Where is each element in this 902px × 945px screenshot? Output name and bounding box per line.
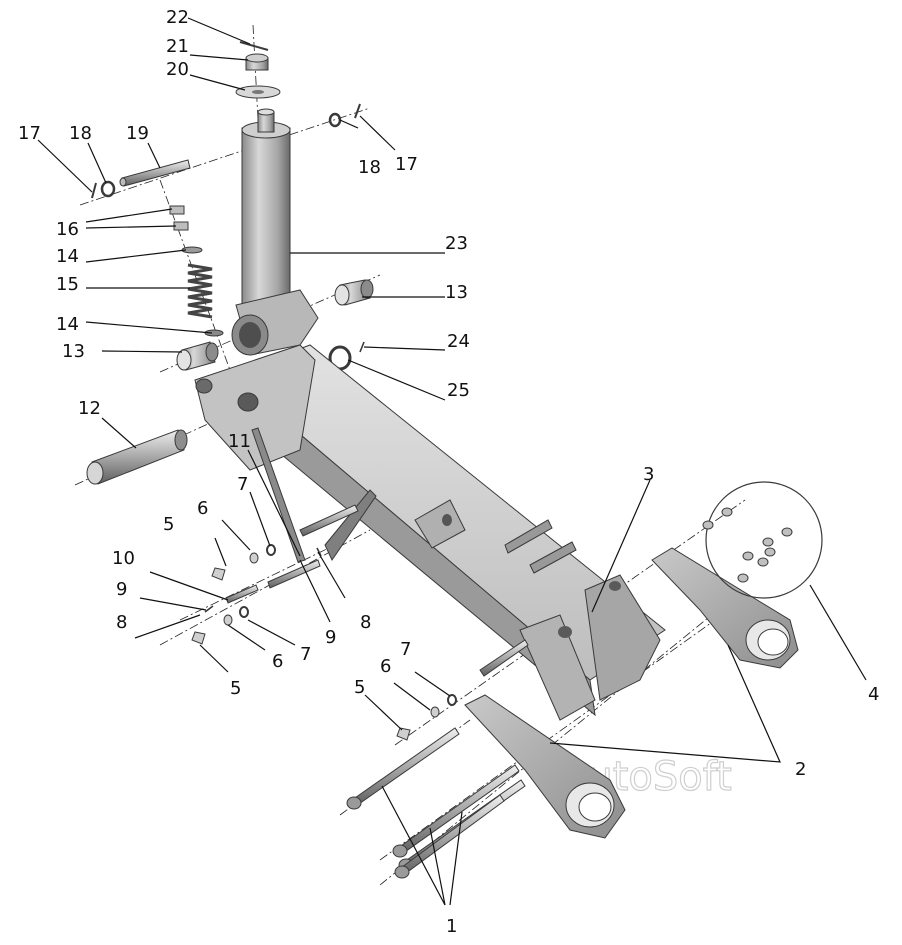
part-14-washer-bottom (204, 329, 224, 337)
part-20-washer (235, 85, 281, 99)
callout-9-mid: 9 (325, 627, 336, 648)
callout-labels: 22 21 20 17 18 19 18 17 16 14 15 23 13 1… (18, 7, 879, 937)
part-5-wing-nut-lower (191, 631, 206, 645)
callout-25: 25 (447, 380, 470, 401)
callout-13-left: 13 (62, 341, 85, 362)
callout-14-top: 14 (56, 246, 79, 267)
callout-4: 4 (868, 684, 879, 705)
callout-10: 10 (112, 548, 135, 569)
callout-15: 15 (56, 274, 79, 295)
part-23-kingpin-housing (231, 108, 319, 356)
callout-2: 2 (795, 759, 806, 780)
callout-8-mid: 8 (360, 612, 371, 633)
callout-11: 11 (228, 431, 251, 452)
callout-20: 20 (166, 59, 189, 80)
callout-16: 16 (56, 219, 79, 240)
part-5-wing-nut-right (396, 727, 411, 741)
part-19-pin (119, 159, 191, 187)
callout-3: 3 (643, 464, 654, 485)
callout-12: 12 (78, 398, 101, 419)
callout-5-top: 5 (163, 514, 174, 535)
callout-23: 23 (445, 233, 468, 254)
part-9-bolts (267, 559, 529, 677)
part-13-bushing-right (334, 279, 374, 306)
callout-22: 22 (166, 7, 189, 28)
callout-7-top: 7 (237, 474, 248, 495)
part-2-side-plate-lower (464, 694, 626, 839)
callout-17-left: 17 (18, 123, 41, 144)
part-17-cotter-left (91, 182, 97, 199)
part-11-brace-rod (251, 427, 359, 563)
callout-17-right: 17 (395, 154, 418, 175)
part-18-washer-left (100, 180, 116, 198)
part-12-axle-pin (86, 429, 188, 485)
callout-9-left: 9 (116, 579, 127, 600)
part-2-side-plate-upper (651, 547, 799, 669)
part-10-pin (225, 584, 259, 604)
callout-18-right: 18 (358, 157, 381, 178)
part-1-long-bolts (346, 727, 526, 879)
callout-18-left: 18 (69, 123, 92, 144)
leader-lines (37, 17, 867, 906)
callout-1: 1 (446, 916, 457, 937)
callout-5-right: 5 (354, 677, 365, 698)
part-3-main-beam (194, 344, 666, 721)
part-13-bushing-left (176, 341, 219, 371)
callout-14-bottom: 14 (56, 314, 79, 335)
callout-13-right: 13 (445, 282, 468, 303)
callout-7-right: 7 (400, 639, 411, 660)
part-22-cotter-pin (239, 41, 269, 51)
part-4-nut-detail (702, 481, 823, 599)
callout-6-top: 6 (197, 498, 208, 519)
callout-24: 24 (447, 331, 470, 352)
part-8-cotters (204, 547, 322, 613)
callout-5-mid: 5 (230, 678, 241, 699)
callout-6-mid: 6 (272, 651, 283, 672)
part-6-washers (223, 552, 440, 718)
callout-7-mid: 7 (300, 644, 311, 665)
callout-8-left: 8 (116, 612, 127, 633)
part-15-spring (187, 263, 213, 319)
part-24-cotter (359, 341, 365, 353)
callout-19: 19 (126, 123, 149, 144)
callout-21: 21 (166, 36, 189, 57)
part-21-nut (245, 53, 269, 71)
callout-6-right: 6 (380, 656, 391, 677)
part-17-cotter-right (354, 103, 361, 119)
part-7-lock-washers (239, 544, 457, 706)
part-5-wing-nut-upper (211, 567, 226, 581)
